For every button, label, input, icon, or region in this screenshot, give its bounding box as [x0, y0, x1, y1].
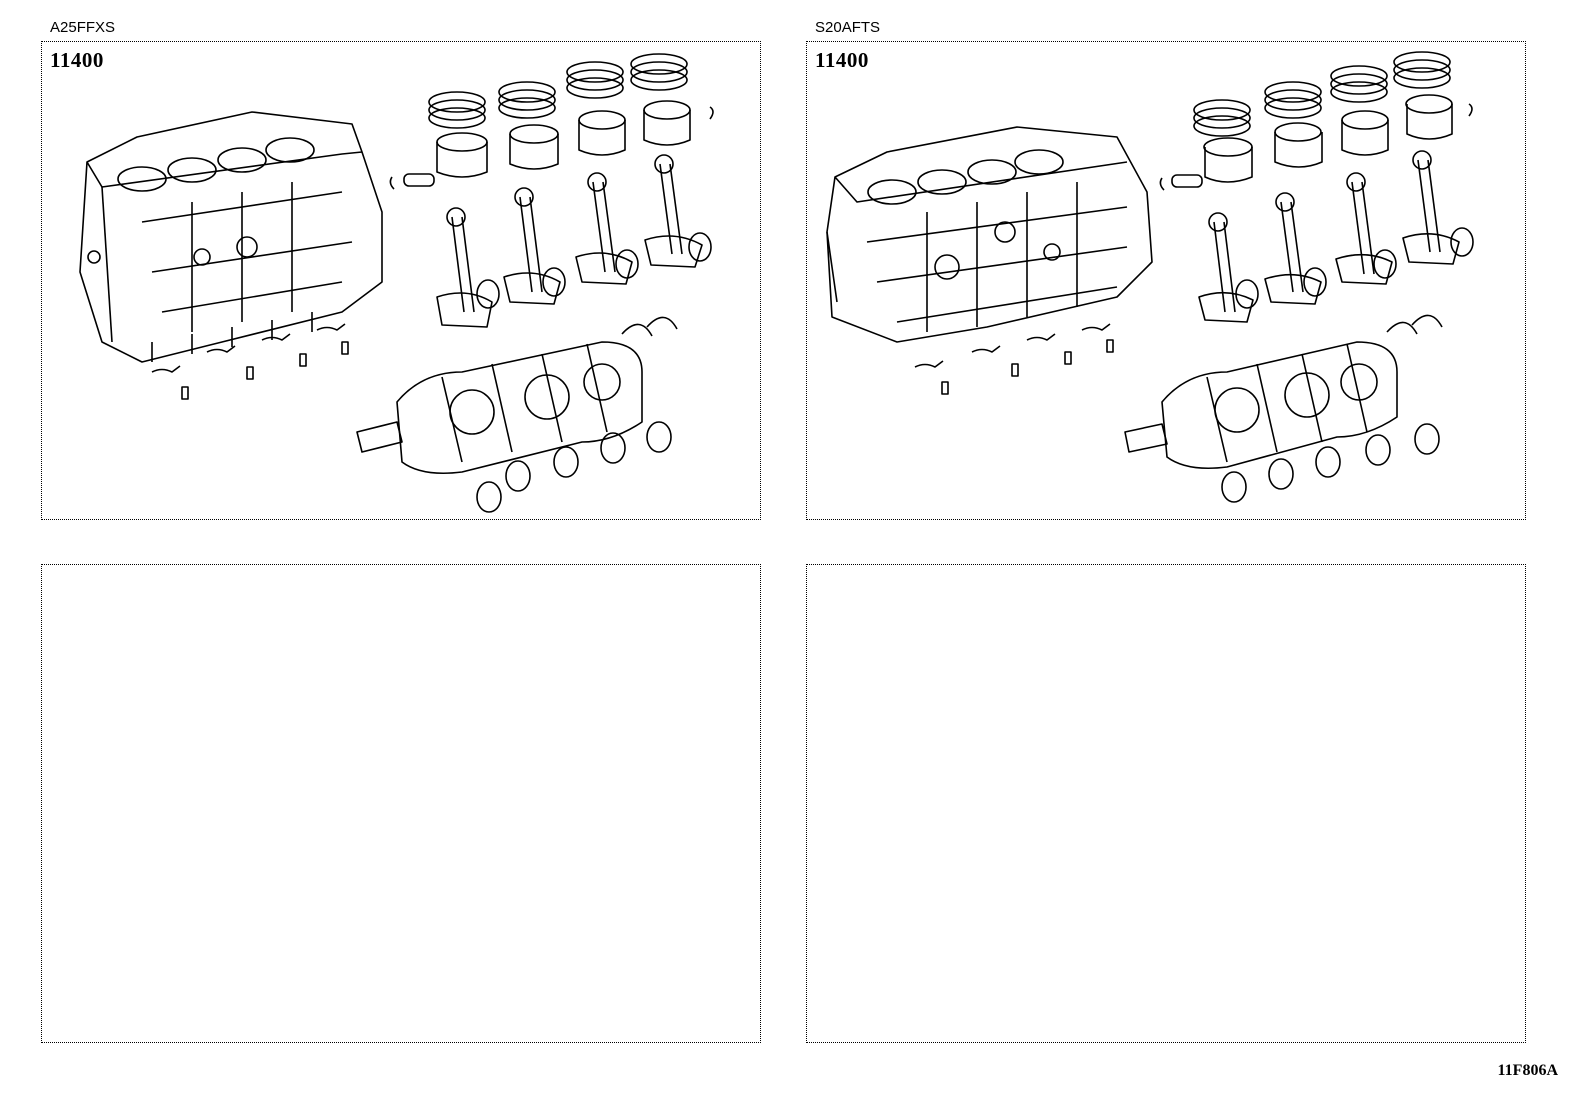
crankshaft-icon: [1124, 341, 1398, 470]
engine-label-right: S20AFTS: [815, 19, 881, 36]
diagram-panel-right: 11400: [806, 41, 1526, 520]
piston-icons: [1159, 51, 1473, 191]
cylinder-block-icon: [79, 111, 383, 363]
crankshaft-icon: [356, 341, 643, 475]
cylinder-block-icon: [826, 126, 1153, 343]
short-block-illustration-right: [826, 51, 1474, 503]
diagram-panel-left: 11400: [41, 41, 761, 520]
empty-panel-bottom-right: [806, 564, 1526, 1043]
oil-jet-and-bolt-icons: [151, 323, 349, 400]
part-number-label-right: 11400: [815, 48, 869, 72]
piston-icons: [389, 53, 714, 190]
engine-label-left: A25FFXS: [50, 19, 116, 36]
connecting-rod-icons: [436, 154, 703, 328]
connecting-rod-icons: [1198, 150, 1460, 323]
part-number-label-left: 11400: [50, 48, 104, 72]
illustration-reference-code: 11F806A: [1497, 1062, 1558, 1079]
bearing-shell-icons: [476, 232, 712, 513]
short-block-illustration-left: [79, 53, 714, 513]
oil-jet-and-bolt-icons: [914, 323, 1114, 395]
bearing-shell-icons: [1221, 227, 1474, 503]
empty-panel-bottom-left: [41, 564, 761, 1043]
